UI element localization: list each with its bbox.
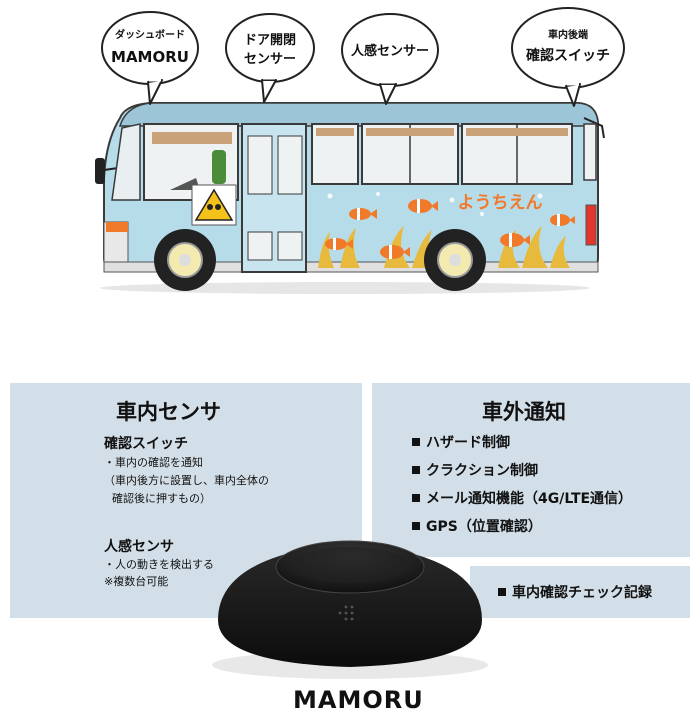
bus-front-windows [111, 123, 239, 201]
callout-bubble-rear-switch: 車内後端 確認スイッチ [511, 7, 625, 107]
bullet-square-icon [412, 438, 420, 446]
bus-illustration: ようちえん ダッシュボード MAMORU ドア開閉 センサー 人感センサー 車内… [95, 7, 625, 294]
bullet-square-icon [498, 588, 506, 596]
check-record-item: 車内確認チェック記録 [498, 582, 652, 602]
check-record-panel [470, 566, 690, 618]
device-speaker-holes [338, 605, 354, 621]
rear-wheel [424, 229, 486, 291]
notification-item-email: メール通知機能（4G/LTE通信） [412, 488, 632, 508]
callout-bubble-dashboard: ダッシュボード MAMORU [101, 11, 199, 105]
bus-side-text: ようちえん [458, 193, 543, 213]
clownfish-decoration [325, 199, 575, 259]
bubble-door-line1: ドア開閉 [244, 33, 296, 48]
bubble-motion-line1: 人感センサー [351, 43, 429, 59]
external-notification-panel [372, 383, 690, 557]
motion-sensor-heading: 人感センサ [104, 539, 174, 555]
external-notification-title: 車外通知 [482, 400, 566, 424]
confirm-switch-desc-2: （車内後方に設置し、車内全体の [104, 474, 269, 487]
bullet-square-icon [412, 466, 420, 474]
bullet-square-icon [412, 522, 420, 530]
check-record-label: 車内確認チェック記録 [512, 585, 652, 601]
notification-item-label: GPS（位置確認） [426, 519, 542, 535]
bullet-square-icon [412, 494, 420, 502]
notification-item-label: ハザード制御 [426, 435, 510, 451]
motion-sensor-desc-1: ・人の動きを検出する [104, 558, 214, 571]
notification-item-hazard: ハザード制御 [412, 432, 510, 452]
bus-side-windows [311, 123, 597, 185]
front-wheel [154, 229, 216, 291]
bubble-rear-line1: 車内後端 [548, 28, 588, 41]
callout-bubble-door-sensor: ドア開閉 センサー [225, 13, 315, 103]
bubble-dashboard-line2: MAMORU [111, 48, 189, 66]
motion-sensor-desc-2: ※複数台可能 [104, 575, 169, 588]
notification-item-horn: クラクション制御 [412, 460, 538, 480]
callout-bubble-motion-sensor: 人感センサー [341, 13, 439, 105]
mamoru-device [212, 540, 488, 679]
bubble-door-line2: センサー [244, 52, 296, 67]
bubble-dashboard-line1: ダッシュボード [115, 28, 185, 41]
notification-item-gps: GPS（位置確認） [412, 516, 542, 536]
device-brand-label: MAMORU [293, 686, 424, 714]
confirm-switch-heading: 確認スイッチ [104, 436, 188, 452]
confirm-switch-desc-1: ・車内の確認を通知 [104, 456, 203, 469]
in-vehicle-sensor-title: 車内センサ [116, 400, 221, 424]
child-warning-sign [191, 184, 237, 226]
notification-item-label: クラクション制御 [426, 463, 538, 479]
notification-item-label: メール通知機能（4G/LTE通信） [426, 491, 633, 507]
bubble-rear-line2: 確認スイッチ [526, 47, 610, 64]
bus-door [241, 123, 307, 273]
confirm-switch-desc-3: 確認後に押すもの） [112, 492, 211, 505]
